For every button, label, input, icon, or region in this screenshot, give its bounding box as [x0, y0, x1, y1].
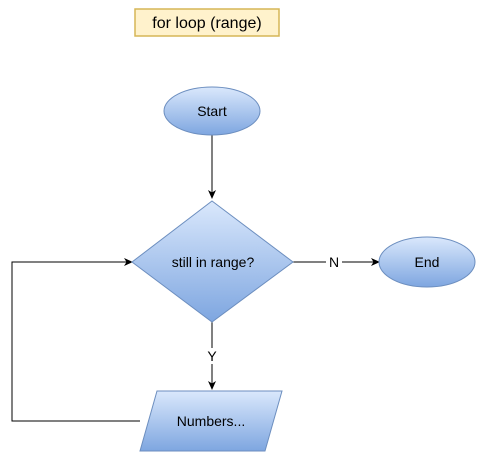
title-text: for loop (range)	[152, 15, 261, 32]
process-parallelogram	[139, 390, 283, 452]
start-label: Start	[197, 103, 227, 119]
decision-diamond	[131, 200, 294, 323]
node-start: Start	[163, 86, 261, 136]
node-process: Numbers...	[139, 390, 283, 452]
edges: N Y	[11, 135, 380, 422]
diagram-title: for loop (range)	[134, 8, 280, 37]
decision-label: still in range?	[172, 254, 255, 270]
edge-label-yes: Y	[207, 348, 217, 364]
process-label: Numbers...	[177, 413, 245, 429]
end-ellipse	[378, 236, 476, 288]
end-label: End	[415, 254, 440, 270]
node-end: End	[378, 236, 476, 288]
title-box	[134, 8, 280, 37]
edge-label-no: N	[329, 254, 339, 270]
edge-loop-back	[11, 258, 140, 422]
node-decision: still in range?	[131, 200, 294, 323]
start-ellipse	[163, 86, 261, 136]
